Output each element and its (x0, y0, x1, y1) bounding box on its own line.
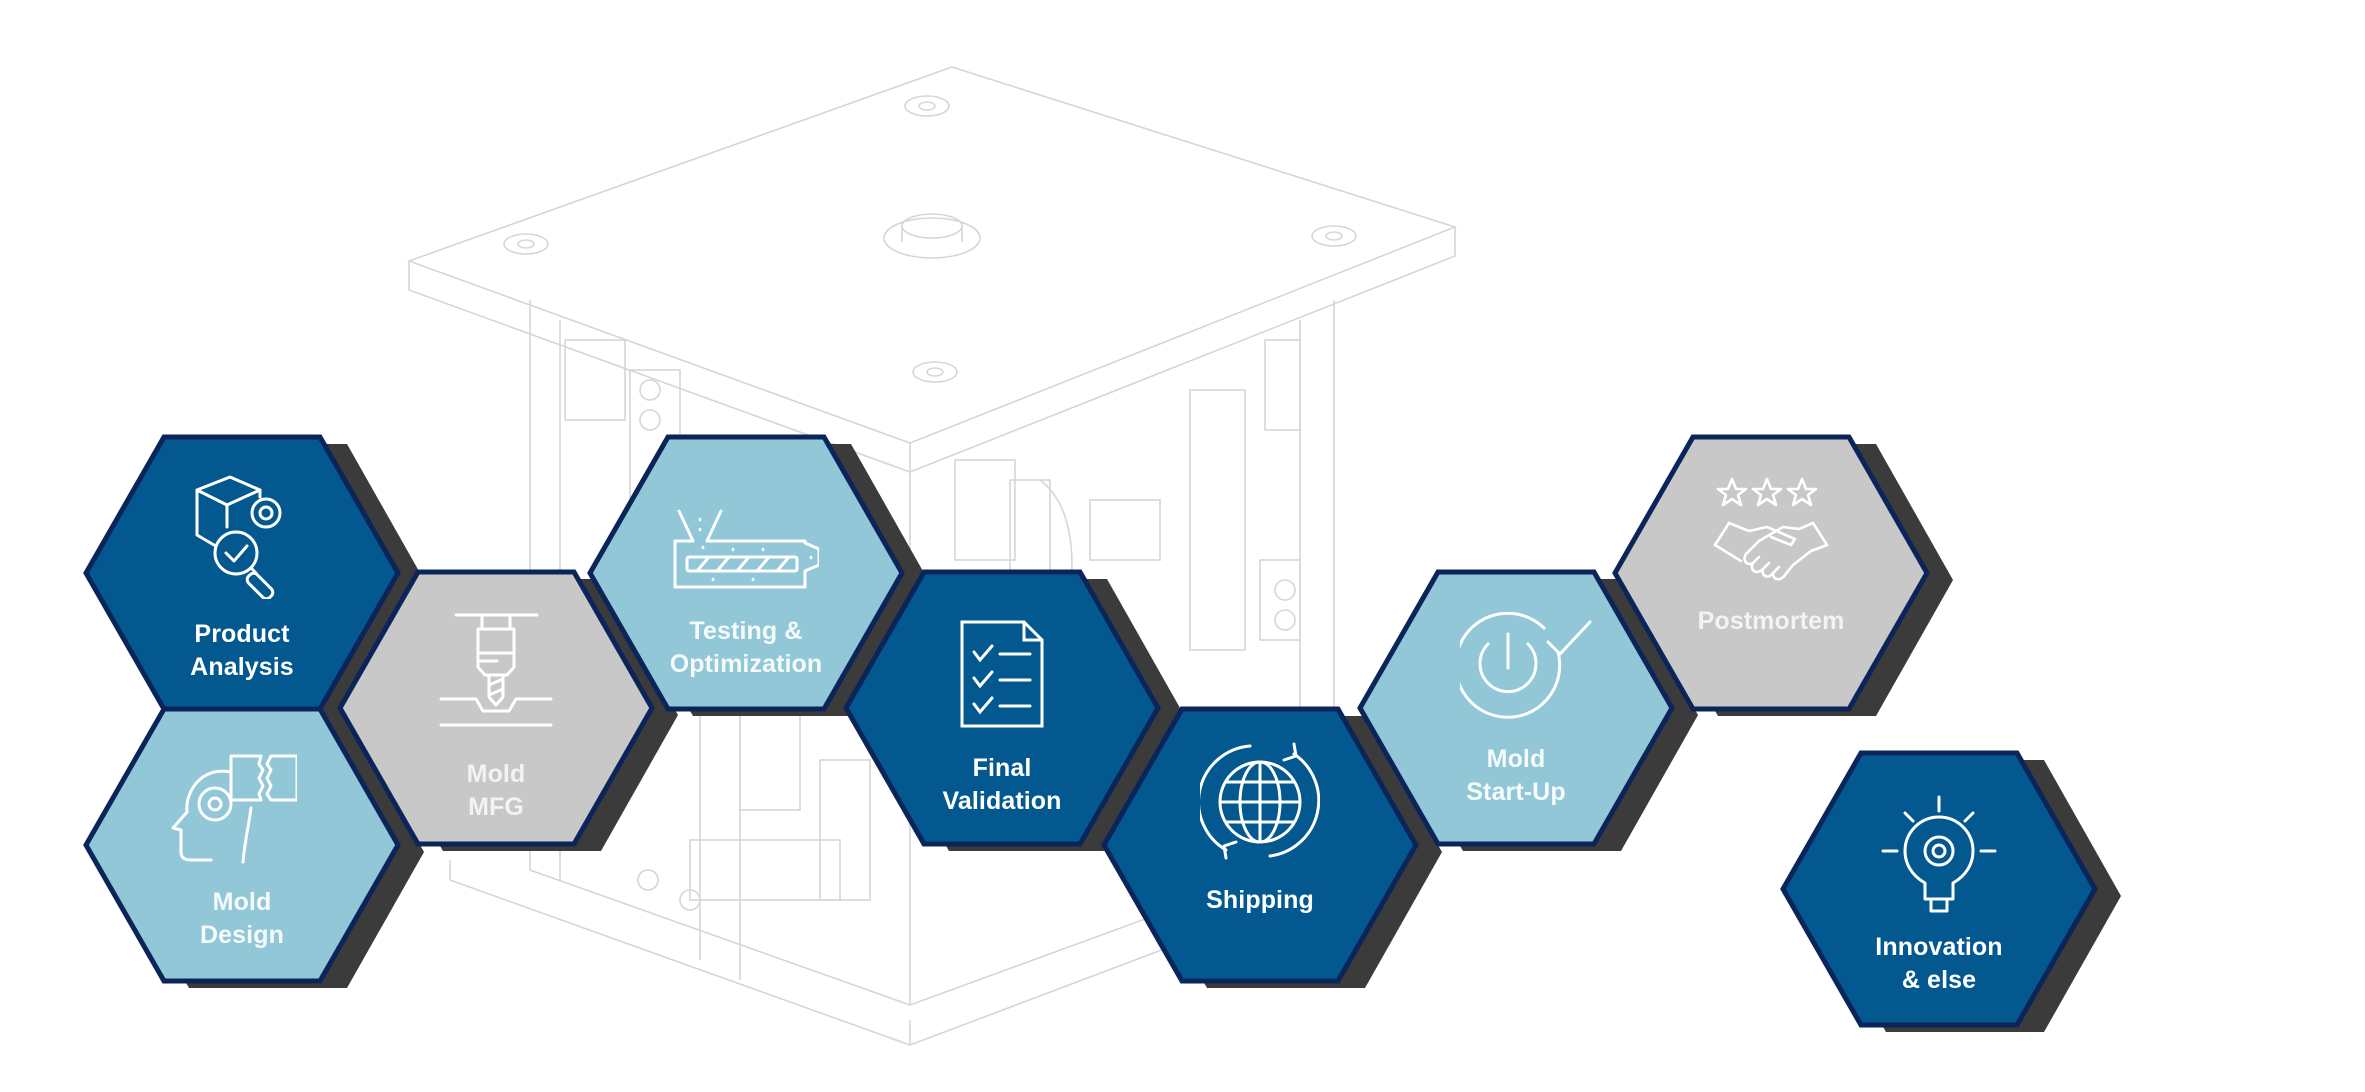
hexagon-shape (1357, 569, 1698, 851)
power-check-icon (1370, 612, 1682, 720)
step-postmortem[interactable]: Postmortem (1612, 434, 1955, 727)
hexagon-shape (843, 569, 1184, 851)
hexagon-shape (1612, 434, 1953, 716)
checklist-document-icon (846, 620, 1158, 728)
hexagon-shape (1780, 750, 2121, 1032)
stars-handshake-icon (1615, 477, 1927, 589)
hexagon-shape (83, 706, 424, 988)
step-innovation[interactable]: Innovation& else (1780, 750, 2123, 1043)
globe-rotate-arrows-icon (1104, 742, 1416, 860)
cnc-drill-bit-icon (340, 613, 652, 727)
injection-screw-hopper-icon (590, 509, 902, 589)
step-label: Shipping (1206, 886, 1314, 914)
hexagon-shape (587, 434, 928, 716)
box-gear-magnifier-check-icon (86, 475, 398, 599)
step-label: Postmortem (1697, 607, 1845, 635)
hexagon-shape (337, 569, 678, 851)
step-testing-optimization[interactable]: Testing &Optimization (587, 434, 930, 727)
step-label: Testing &Optimization (669, 617, 823, 678)
step-label: Innovation& else (1875, 933, 2003, 994)
step-shipping[interactable]: Shipping (1101, 706, 1444, 999)
head-gear-puzzle-icon (78, 752, 390, 864)
lightbulb-gear-icon (1783, 795, 2095, 919)
